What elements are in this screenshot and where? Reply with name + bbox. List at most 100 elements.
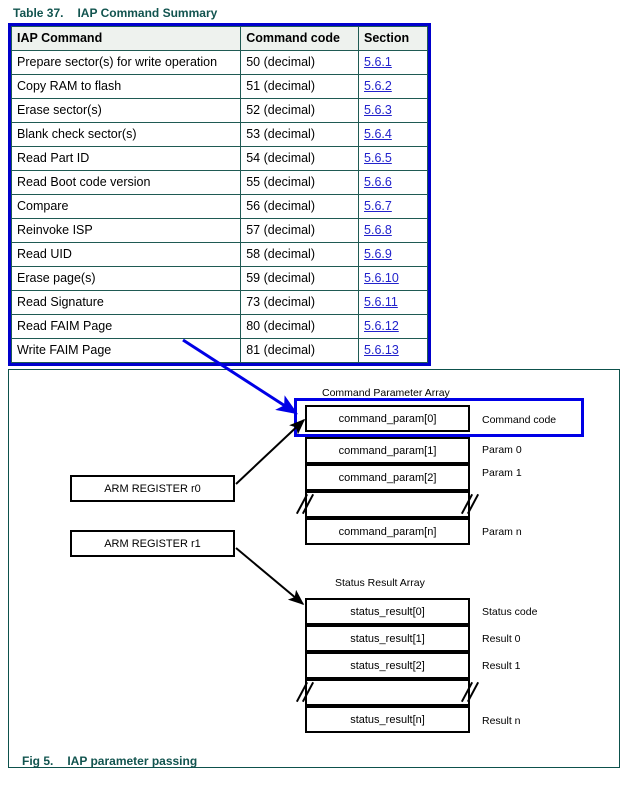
cell-command-code: 80 (decimal) [240, 314, 360, 339]
status-result-label-n: Result n [482, 715, 521, 727]
cell-section: 5.6.7 [358, 194, 428, 219]
section-link[interactable]: 5.6.1 [364, 54, 392, 69]
cell-iap-command: Read Signature [10, 290, 242, 315]
arm-register-r1-label: ARM REGISTER r1 [104, 537, 201, 550]
section-link[interactable]: 5.6.10 [364, 270, 399, 285]
table-row: Erase page(s)59 (decimal) 5.6.10 [10, 266, 428, 291]
status-result-cell-n: status_result[n] [305, 706, 470, 733]
cell-iap-command: Erase sector(s) [10, 98, 242, 123]
cell-section: 5.6.12 [358, 314, 428, 339]
command-param-cell-n-text: command_param[n] [338, 525, 437, 538]
table-header-row: IAP Command Command code Section [10, 26, 428, 51]
status-result-cell-0: status_result[0] [305, 598, 470, 625]
status-result-label-2: Result 1 [482, 660, 521, 672]
cell-command-code: 54 (decimal) [240, 146, 360, 171]
cell-command-code: 50 (decimal) [240, 50, 360, 75]
iap-command-summary-table: IAP Command Command code Section Prepare… [8, 23, 431, 366]
cell-section: 5.6.13 [358, 338, 428, 363]
command-param-cell-2: command_param[2] [305, 464, 470, 491]
command-param-cell-ellipsis [305, 491, 470, 518]
column-header-command-code: Command code [240, 26, 360, 51]
section-link[interactable]: 5.6.11 [364, 294, 398, 309]
cell-command-code: 55 (decimal) [240, 170, 360, 195]
arm-register-r0-label: ARM REGISTER r0 [104, 482, 201, 495]
command-param-label-n: Param n [482, 526, 522, 538]
cell-section: 5.6.3 [358, 98, 428, 123]
table-caption: Table 37. IAP Command Summary [13, 6, 217, 20]
status-result-cell-0-text: status_result[0] [350, 605, 425, 618]
cell-iap-command: Read Boot code version [10, 170, 242, 195]
cell-iap-command: Erase page(s) [10, 266, 242, 291]
cell-command-code: 73 (decimal) [240, 290, 360, 315]
table-row: Blank check sector(s)53 (decimal) 5.6.4 [10, 122, 428, 147]
cell-section: 5.6.11 [358, 290, 428, 315]
cell-command-code: 51 (decimal) [240, 74, 360, 99]
cell-command-code: 81 (decimal) [240, 338, 360, 363]
section-link[interactable]: 5.6.13 [364, 342, 399, 357]
arm-register-r1-box: ARM REGISTER r1 [70, 530, 235, 557]
cell-section: 5.6.4 [358, 122, 428, 147]
cell-iap-command: Write FAIM Page [10, 338, 242, 363]
status-result-label-0: Status code [482, 606, 538, 618]
section-link[interactable]: 5.6.2 [364, 78, 392, 93]
figure-caption-number: Fig 5. [22, 754, 54, 768]
command-param-label-1: Param 0 [482, 444, 522, 456]
command-param-cell-1-text: command_param[1] [338, 444, 437, 457]
cell-command-code: 58 (decimal) [240, 242, 360, 267]
section-link[interactable]: 5.6.3 [364, 102, 392, 117]
section-link[interactable]: 5.6.9 [364, 246, 392, 261]
cell-section: 5.6.9 [358, 242, 428, 267]
section-link[interactable]: 5.6.12 [364, 318, 399, 333]
section-link[interactable]: 5.6.8 [364, 222, 392, 237]
section-link[interactable]: 5.6.7 [364, 198, 392, 213]
status-result-cell-1-text: status_result[1] [350, 632, 425, 645]
section-link[interactable]: 5.6.6 [364, 174, 392, 189]
cell-command-code: 59 (decimal) [240, 266, 360, 291]
section-link[interactable]: 5.6.4 [364, 126, 392, 141]
command-param-label-0: Command code [482, 414, 557, 426]
figure-caption: Fig 5.IAP parameter passing [22, 754, 197, 768]
cell-section: 5.6.5 [358, 146, 428, 171]
cell-section: 5.6.2 [358, 74, 428, 99]
table-caption-title: IAP Command Summary [77, 6, 218, 20]
cell-iap-command: Read FAIM Page [10, 314, 242, 339]
cell-section: 5.6.8 [358, 218, 428, 243]
command-param-cell-2-text: command_param[2] [338, 471, 437, 484]
cell-section: 5.6.1 [358, 50, 428, 75]
cell-section: 5.6.10 [358, 266, 428, 291]
status-result-label-1: Result 0 [482, 633, 521, 645]
cell-section: 5.6.6 [358, 170, 428, 195]
command-parameter-array-title: Command Parameter Array [322, 387, 450, 399]
cell-iap-command: Compare [10, 194, 242, 219]
status-result-cell-ellipsis [305, 679, 470, 706]
status-result-cell-2: status_result[2] [305, 652, 470, 679]
status-result-cell-n-text: status_result[n] [350, 713, 425, 726]
cell-iap-command: Read Part ID [10, 146, 242, 171]
cell-iap-command: Reinvoke ISP [10, 218, 242, 243]
section-link[interactable]: 5.6.5 [364, 150, 392, 165]
table-caption-number: Table 37. [13, 6, 64, 20]
cell-iap-command: Read UID [10, 242, 242, 267]
cell-iap-command: Blank check sector(s) [10, 122, 242, 147]
column-header-iap-command: IAP Command [10, 26, 242, 51]
status-result-cell-2-text: status_result[2] [350, 659, 425, 672]
cell-iap-command: Prepare sector(s) for write operation [10, 50, 242, 75]
command-param-cell-1: command_param[1] [305, 437, 470, 464]
cell-iap-command: Copy RAM to flash [10, 74, 242, 99]
column-header-section: Section [358, 26, 428, 51]
cell-command-code: 53 (decimal) [240, 122, 360, 147]
status-result-array-title: Status Result Array [335, 577, 425, 589]
command-param-cell-n: command_param[n] [305, 518, 470, 545]
cell-command-code: 56 (decimal) [240, 194, 360, 219]
table-row: Erase sector(s)52 (decimal)5.6.3 [10, 98, 428, 123]
